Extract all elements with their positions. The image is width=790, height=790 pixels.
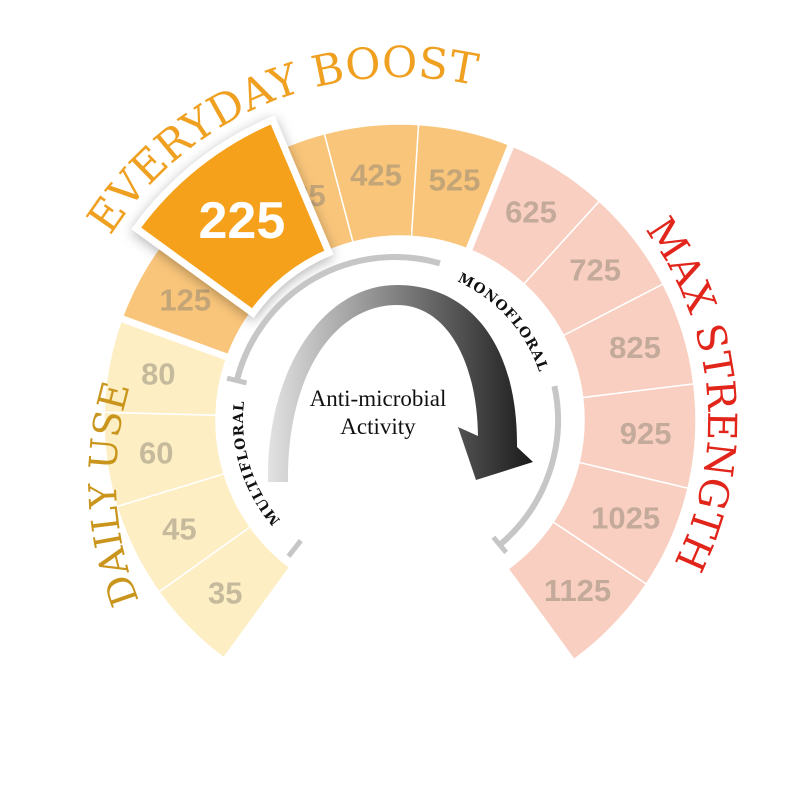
segment-value: 1025 <box>591 501 660 536</box>
activity-arrow-icon <box>267 285 533 482</box>
segment-value: 80 <box>141 357 175 392</box>
segment-value: 60 <box>139 436 173 471</box>
highlighted-value: 225 <box>198 192 285 250</box>
segment-value: 425 <box>350 158 402 193</box>
segment-value: 1125 <box>544 573 611 608</box>
segment-value: 925 <box>620 416 672 451</box>
center-text-line1: Anti-microbial <box>310 386 447 411</box>
scale-arc-upper <box>233 254 441 382</box>
group-separator <box>222 565 296 664</box>
group-separator <box>118 314 231 362</box>
segment-value: 825 <box>609 330 661 365</box>
segment-value: 725 <box>569 253 621 288</box>
segment-value: 525 <box>429 163 481 198</box>
segment-value: 125 <box>159 282 211 317</box>
scale-tick-monofloral-end <box>491 535 509 555</box>
floral-scale <box>226 254 561 558</box>
segment-value: 35 <box>208 576 242 611</box>
segment-1125[interactable] <box>507 520 648 661</box>
segment-value: 45 <box>162 511 196 546</box>
highlighted-segment-shape <box>131 115 334 318</box>
segment-value: 625 <box>505 194 557 229</box>
center-text-line2: Activity <box>340 414 416 439</box>
group-separator <box>464 142 515 253</box>
scale-arc-right <box>497 385 561 548</box>
scale-tick-multifloral-bottom <box>286 539 303 558</box>
highlighted-segment[interactable]: 225 <box>131 115 334 318</box>
scale-tick-multifloral-top <box>226 375 248 386</box>
